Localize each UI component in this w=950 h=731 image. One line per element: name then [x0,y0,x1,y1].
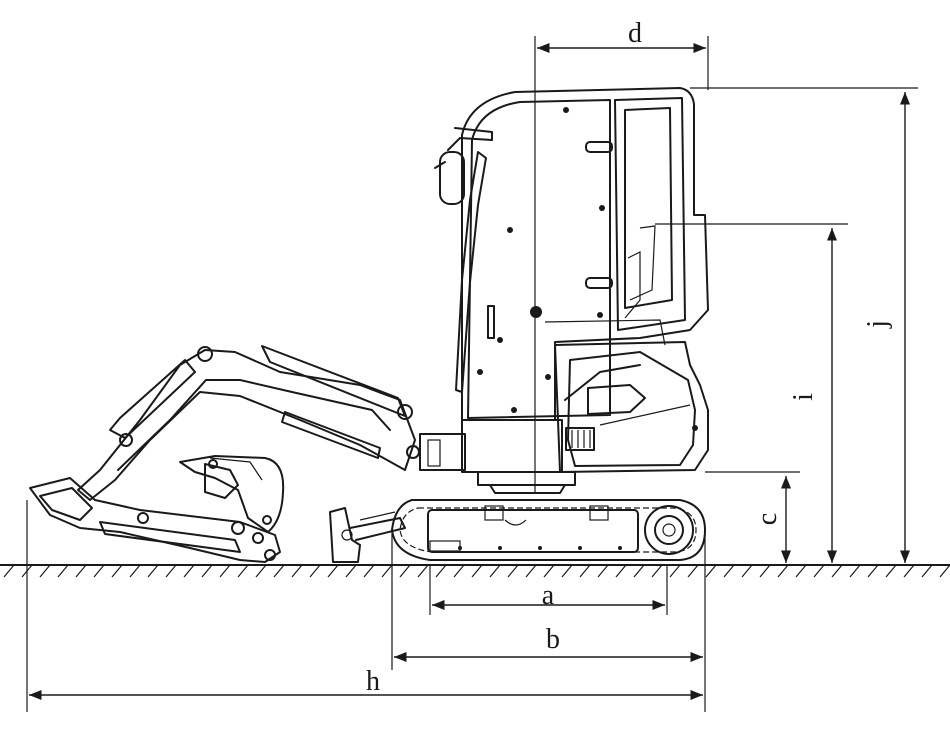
bucket [179,455,285,533]
arm-cylinder [281,411,381,459]
door-handle-lower [585,277,613,289]
dimension-lines [29,42,911,701]
label-i: i [788,393,819,401]
label-d: d [628,18,642,49]
label-a: a [542,580,555,611]
grab-handle [487,305,495,339]
engine-cover [544,319,709,473]
dozer-blade [329,507,406,563]
cab-door-window [624,107,673,309]
ground-hatching [3,564,950,578]
label-b: b [546,624,560,655]
boom-cylinder [261,345,406,417]
cab [434,87,709,421]
ground-line [0,564,950,578]
track-assembly [391,499,706,561]
side-mirror [439,151,465,205]
extension-lines [26,36,918,712]
bucket-cylinder [99,521,241,553]
dimension-labels: d a b h i j c [366,18,893,697]
label-j: j [862,320,893,329]
grille [565,427,595,451]
drive-sprocket [644,505,694,555]
door-handle-upper [585,141,613,153]
label-h: h [366,666,380,697]
boom-arm [29,345,420,563]
label-c: c [752,513,783,525]
turntable [419,419,576,494]
